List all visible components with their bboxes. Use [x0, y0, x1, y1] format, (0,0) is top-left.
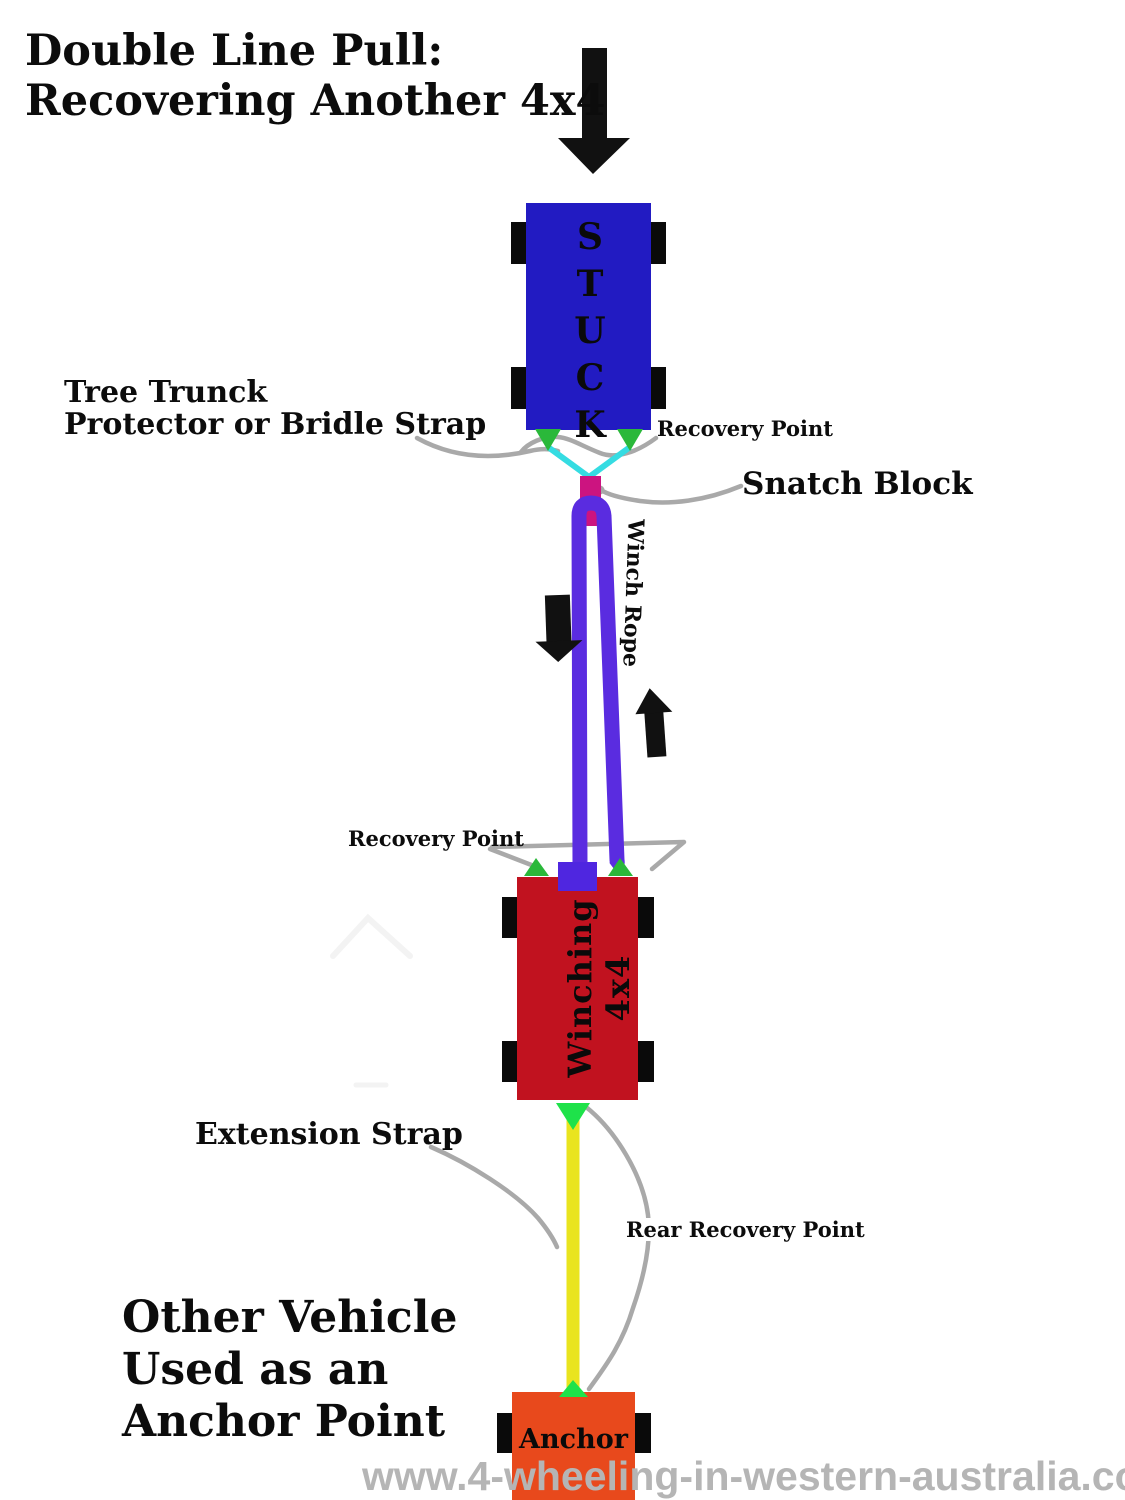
extension-strap-pointer-line	[428, 1144, 560, 1250]
stuck-vehicle-label: STUCK	[569, 216, 611, 451]
recovery-point-triangle-stuck-right	[617, 429, 643, 451]
rope-direction-arrow-down	[535, 594, 583, 663]
page-title-line2: Recovering Another 4x4	[25, 76, 606, 126]
arrow-stem	[544, 594, 572, 644]
recovery-point-top-label: Recovery Point	[657, 416, 833, 441]
other-vehicle-label: Other Vehicle Used as an Anchor Point	[122, 1292, 457, 1448]
watermark-text: www.4-wheeling-in-western-australia.com	[362, 1453, 1125, 1499]
anchor-vehicle-body	[512, 1392, 635, 1500]
anchor-vehicle-label: Anchor	[519, 1424, 628, 1455]
pull-direction-arrow-top	[558, 48, 630, 174]
wheel	[511, 367, 527, 409]
arrow-head	[558, 138, 630, 174]
other-vehicle-line2: Used as an	[122, 1344, 389, 1395]
wheel	[497, 1413, 513, 1453]
tree-trunk-protector-label: Tree Trunck Protector or Bridle Strap	[64, 377, 486, 441]
tree-trunk-protector-line2: Protector or Bridle Strap	[64, 407, 487, 442]
recovery-point-mid-pointer-right	[489, 839, 687, 872]
rear-recovery-point-label: Rear Recovery Point	[622, 1218, 869, 1241]
recovery-point-mid-label: Recovery Point	[348, 826, 524, 851]
wheel	[634, 1413, 651, 1453]
ghost-arrow-icon	[330, 913, 413, 959]
recovery-point-triangle-winching-left	[524, 858, 549, 876]
recovery-point-mid-pointer-left	[487, 846, 537, 869]
winch-rope-line	[571, 495, 625, 875]
wheel	[637, 897, 654, 938]
wheel	[502, 1041, 518, 1082]
page-title-line1: Double Line Pull:	[25, 26, 444, 76]
rope-direction-arrow-up	[635, 688, 673, 758]
rear-recovery-point-triangle	[556, 1103, 590, 1130]
extension-strap-label: Extension Strap	[195, 1117, 463, 1152]
wheel	[650, 222, 666, 264]
rear-recovery-pointer-line	[583, 1104, 652, 1392]
page-title: Double Line Pull: Recovering Another 4x4	[25, 26, 605, 126]
bridle-strap-line	[546, 444, 632, 480]
recovery-point-triangle-winching-right	[608, 858, 633, 876]
arrow-stem	[644, 711, 667, 758]
other-vehicle-line1: Other Vehicle	[122, 1292, 458, 1343]
winch-mount	[558, 862, 597, 891]
snatch-block-pointer-line	[598, 483, 744, 505]
anchor-recovery-point-triangle	[559, 1380, 588, 1397]
winching-vehicle-label: Winching 4x4	[561, 898, 637, 1078]
tree-trunk-protector-line1: Tree Trunck	[64, 375, 268, 410]
winching-vehicle-wheels	[502, 897, 654, 1082]
arrow-stem	[582, 48, 607, 140]
stuck-vehicle-wheels	[511, 222, 666, 409]
wheel	[650, 367, 666, 409]
stuck-vehicle-body	[526, 203, 651, 430]
wheel	[511, 222, 527, 264]
winch-rope-label: Winch Rope	[617, 518, 649, 668]
anchor-vehicle-wheels	[497, 1413, 651, 1453]
wheel	[637, 1041, 654, 1082]
arrow-head	[535, 640, 583, 663]
winching-vehicle-body	[517, 877, 638, 1100]
recovery-point-triangle-stuck-left	[535, 429, 561, 451]
wheel	[502, 897, 518, 938]
other-vehicle-line3: Anchor Point	[122, 1396, 446, 1447]
snatch-block-label: Snatch Block	[742, 466, 973, 502]
arrow-head	[635, 688, 673, 715]
